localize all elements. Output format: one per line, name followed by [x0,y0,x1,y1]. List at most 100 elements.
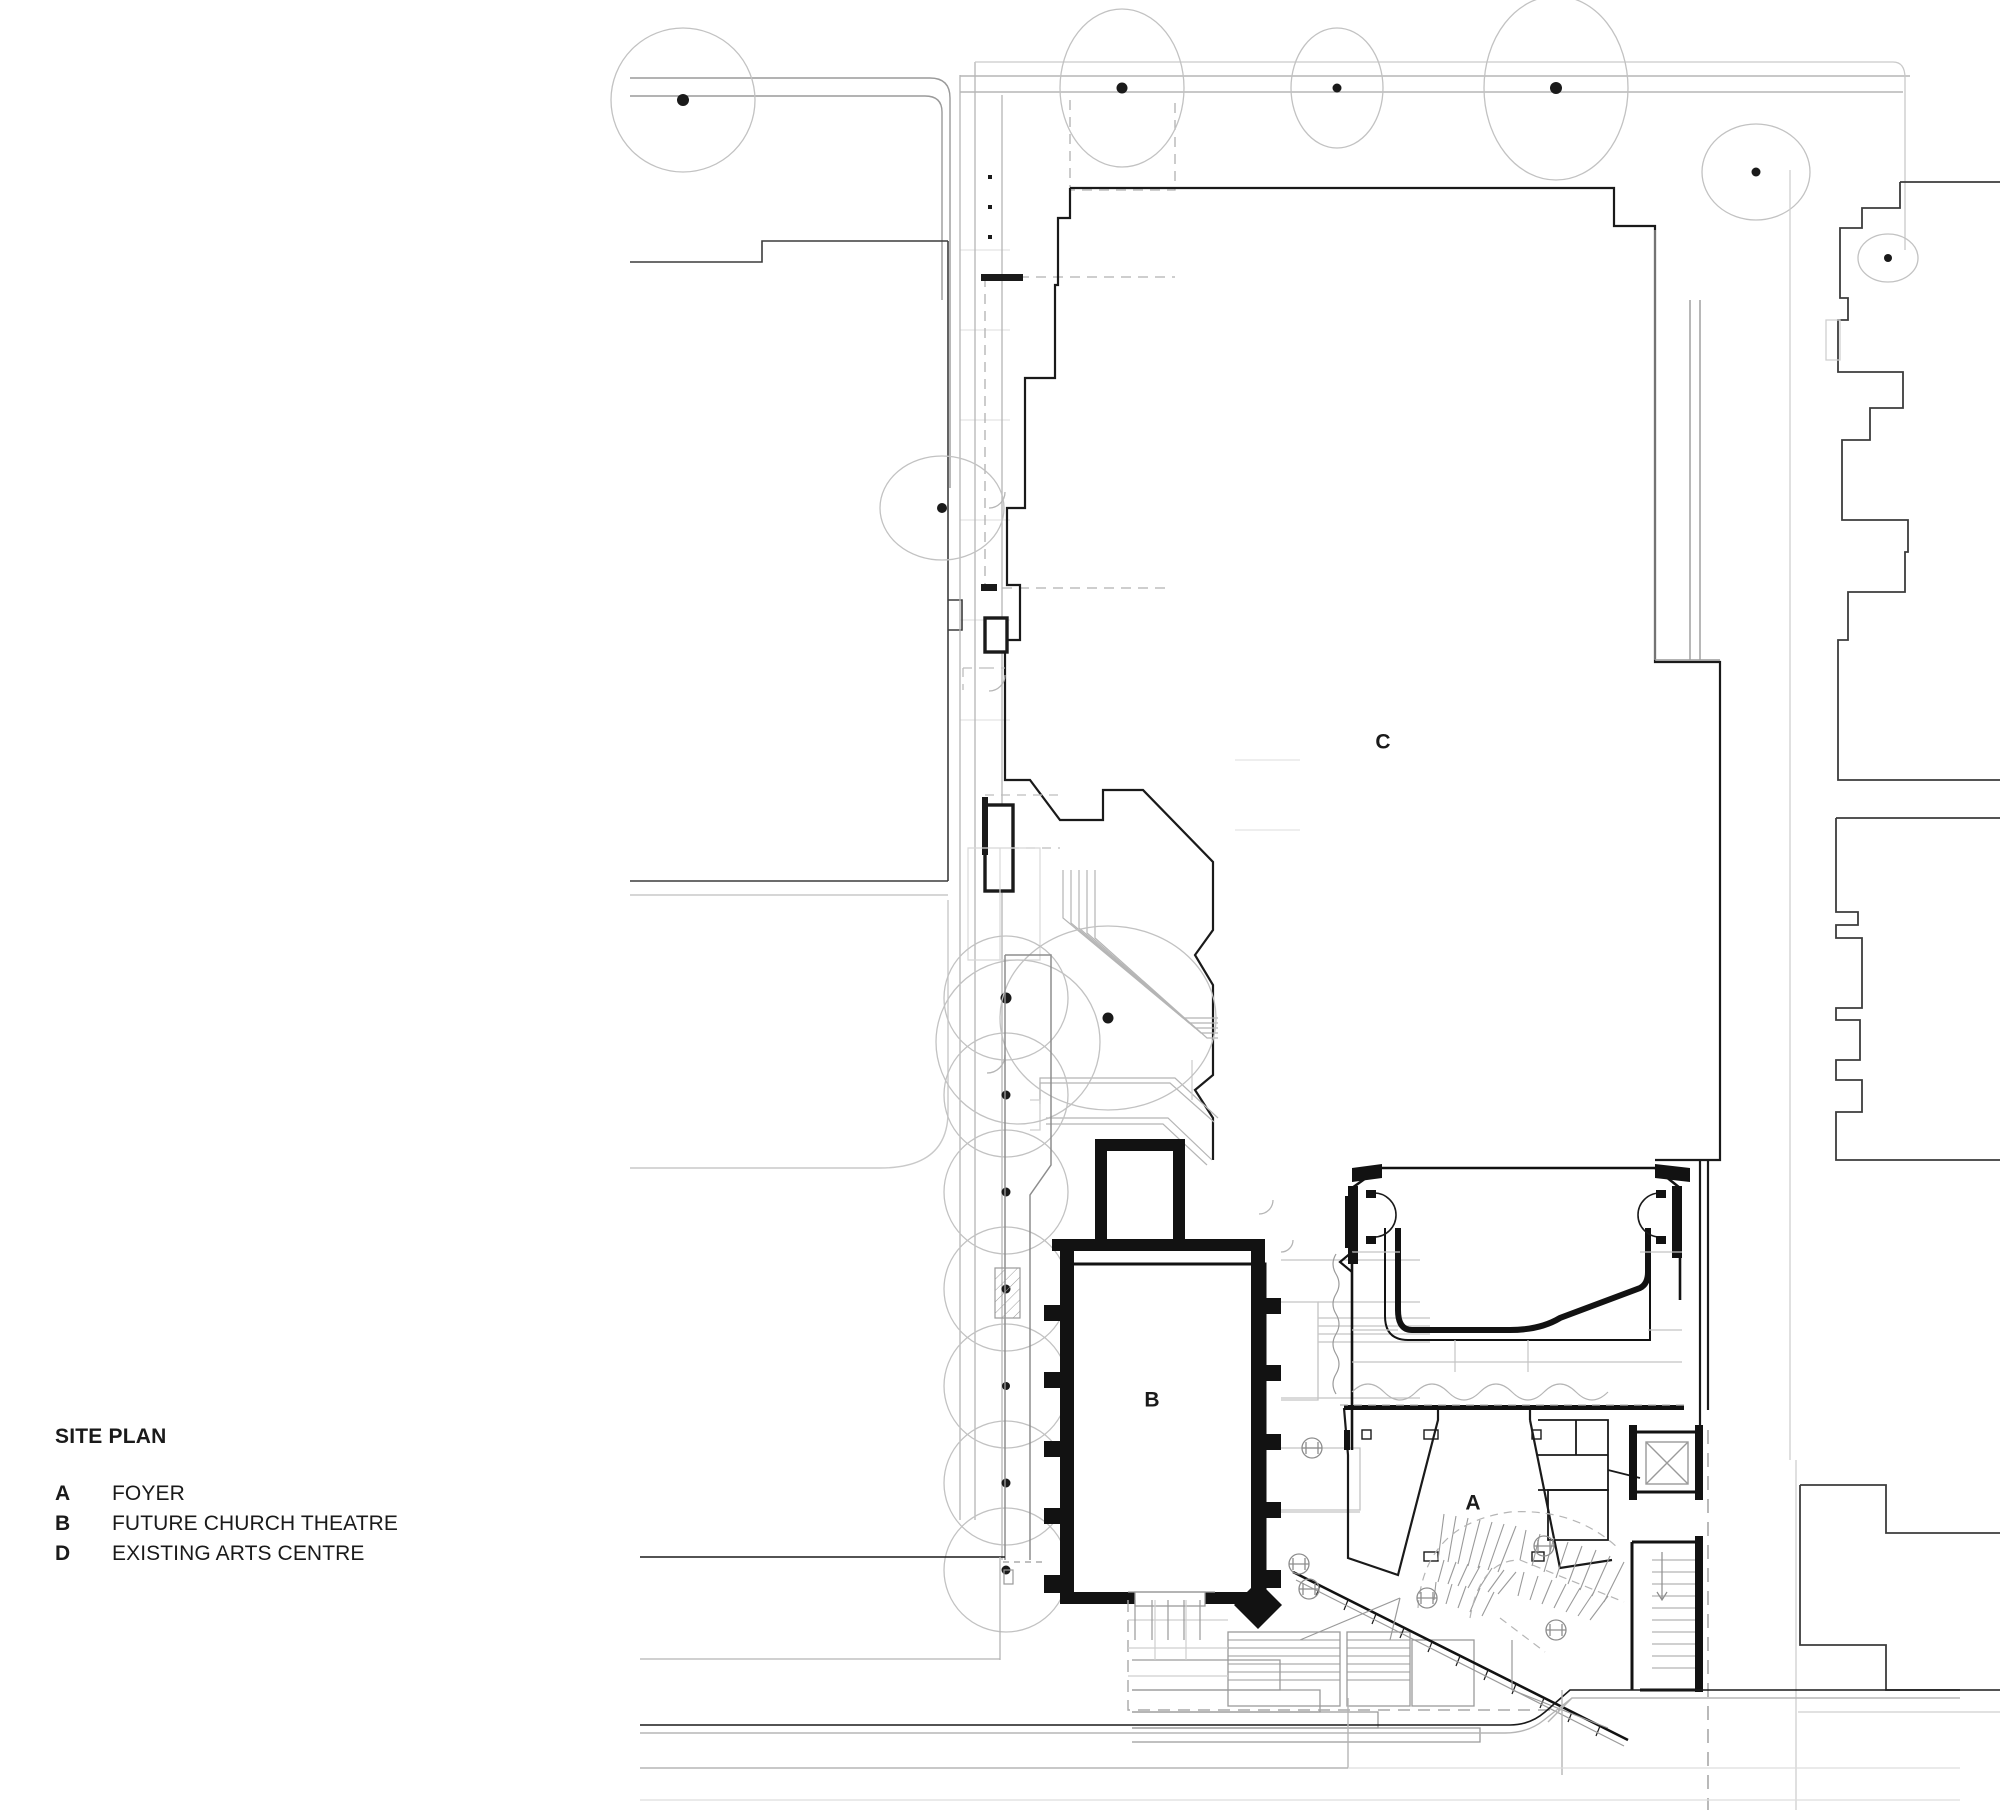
auditorium-inner-wall [1384,1228,1651,1341]
diagonal-edge [1292,1570,1629,1742]
street-tree-plaza-trunk [1102,1012,1114,1024]
legend-title: SITE PLAN [55,1425,167,1448]
street-tree-top-5 [1701,123,1811,221]
faint-context-west [967,847,1041,961]
street-tree-left-5-trunk [1002,1382,1010,1390]
neighbour-block-southwest [630,894,949,1169]
diagonal-edge-secondary [1295,1579,1625,1747]
neighbour-east-faint [1789,170,2000,1810]
foyer-small-fittings [1361,1429,1545,1562]
west-facade-door-boxes [983,616,1015,893]
street-tree-plaza-2 [935,959,1101,1125]
foyer-wall-thickness [1344,1405,1684,1450]
street-tree-mid-west-trunk [937,503,947,513]
plaza-terrace-treads [1228,1631,1410,1681]
plaza-steps-lower [1039,1077,1219,1166]
street-tree-top-4-trunk [1550,82,1562,94]
building-b-porch [1095,1139,1185,1244]
south-kerb [640,1689,1960,1726]
street-tree-left-2-trunk [1001,1090,1011,1100]
south-street-faint [640,1767,1960,1801]
street-tree-top-6-trunk [1884,254,1892,262]
street-tree-left-1 [943,935,1069,1061]
street-tree-left-2 [943,1032,1069,1158]
plaza-dash-boundary [1127,1600,1560,1711]
legend-key-a: A [55,1482,71,1505]
arts-centre-wall-fill [1345,1164,1690,1264]
west-small-box [1003,1569,1014,1585]
west-footpath [1004,954,1052,1560]
legend-key-d: D [55,1542,71,1565]
stair-arrow [1656,1552,1668,1602]
building-c-east-edge [1654,230,1720,661]
street-tree-top-6 [1857,233,1919,283]
survey-marker-3 [1545,1619,1567,1641]
foyer-canopy-scallops [1351,1383,1609,1401]
street-tree-left-6-trunk [1001,1478,1011,1488]
survey-marker-2 [1416,1587,1438,1609]
street-tree-plaza [999,925,1217,1111]
north-street-kerb-outer [975,61,1906,250]
legend-row-a: A FOYER [55,1479,515,1509]
street-tree-left-3-trunk [1001,1187,1011,1197]
setback-dashed-north [984,100,1176,589]
neighbour-block-southeast [1835,817,2000,1161]
legend-label-a: FOYER [112,1482,185,1505]
east-core-wall-fill [1629,1425,1703,1692]
street-tree-mid-west [879,455,1005,561]
lift-car [1645,1441,1689,1485]
service-yard [1281,1259,1430,1513]
building-c-outline [1003,186,1722,1162]
foyer-rooms [1538,1419,1641,1541]
west-wall-notch [1338,1251,1353,1273]
street-tree-top-2 [1059,8,1185,168]
plan-label-b: B [1144,1388,1160,1412]
legend: SITE PLAN A FOYER B FUTURE CHURCH THEATR… [55,1425,515,1569]
neighbour-block-northwest-outline [630,240,949,882]
auditorium-curved-wall [1395,1228,1651,1333]
context-paving [960,249,1300,831]
street-tree-top-1-trunk [677,94,689,106]
building-b-east-doors [1258,1199,1294,1253]
neighbour-block-northeast [1837,181,2000,781]
street-tree-top-1 [610,27,756,173]
legend-key-b: B [55,1512,71,1535]
street-tree-top-3 [1290,27,1384,149]
street-tree-top-4 [1483,0,1629,181]
building-b-entry-step [1134,1591,1206,1607]
plan-label-a: A [1465,1491,1481,1515]
west-boundary-faint [640,1557,1001,1660]
building-b-wall-fill [1044,1239,1281,1604]
plaza-terrace-outlines [1227,1631,1475,1707]
east-edge-line [1698,1160,1710,1425]
plaza-steps-upper [1062,870,1218,1039]
west-footpath-hatch-panel [994,1267,1021,1319]
plaza-faint-paving [1128,1600,1228,1677]
street-tree-top-3-trunk [1332,83,1342,93]
legend-label-d: EXISTING ARTS CENTRE [112,1542,365,1565]
street-tree-top-2-trunk [1116,82,1128,94]
survey-marker-4 [1301,1437,1323,1459]
survey-marker-5 [1298,1578,1320,1600]
building-b-walls [1061,1262,1267,1602]
west-wall-openings [981,175,1023,591]
fan-seating [1433,1513,1625,1621]
west-facade-door-lintel [982,797,988,855]
survey-marker-1 [1288,1553,1310,1575]
street-tree-left-3 [943,1129,1069,1255]
plaza-step-risers-west [1128,1591,1215,1640]
legend-row-b: B FUTURE CHURCH THEATRE [55,1509,515,1539]
auditorium-door-jambs [1366,1190,1666,1244]
legend-label-b: FUTURE CHURCH THEATRE [112,1512,398,1535]
street-tree-top-5-trunk [1751,167,1761,177]
legend-row-d: D EXISTING ARTS CENTRE [55,1539,515,1569]
neighbour-block-east-lower [1799,1484,2000,1691]
survey-marker-6 [1533,1535,1555,1557]
building-b-south-corner-mark [1234,1581,1282,1629]
neighbour-block-northwest [630,77,951,488]
plaza-terraces [1132,1659,1481,1743]
neighbour-wall-nub [948,599,963,631]
plan-label-c: C [1375,730,1391,754]
